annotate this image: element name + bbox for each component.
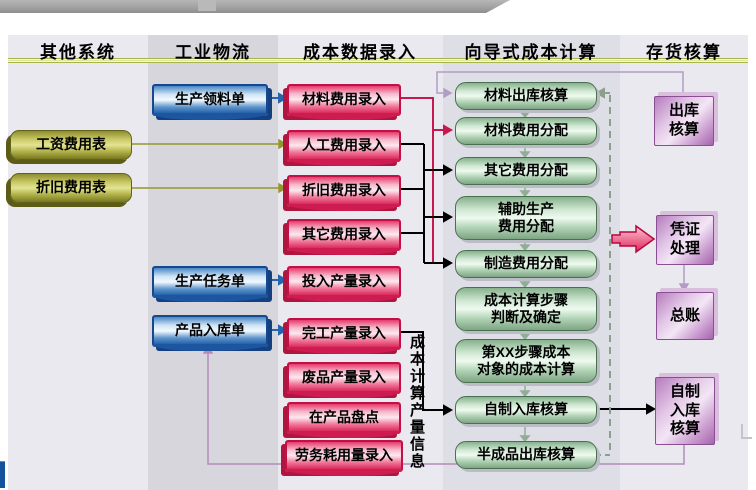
column-header-cost-data-entry: 成本数据录入 [303, 43, 417, 62]
box-semifinished-issue-accounting: 半成品出库核算 [455, 441, 597, 469]
box-depreciation-expense-table: 折旧费用表 [10, 173, 132, 203]
box-material-cost-entry: 材料费用录入 [287, 84, 401, 120]
label-production-qty-info: 成本计算产量信息 [408, 334, 425, 470]
box-production-material-requisition: 生产领料单 [152, 84, 268, 120]
window-title-bar [0, 0, 510, 13]
box-labor-cost-entry: 人工费用录入 [287, 130, 401, 166]
box-wip-stocktaking: 在产品盘点 [287, 402, 401, 438]
box-step-xx-cost-calculation: 第XX步骤成本 对象的成本计算 [455, 339, 597, 383]
column-header-wizard-cost-calc: 向导式成本计算 [464, 43, 598, 62]
box-material-issue-accounting: 材料出库核算 [455, 82, 597, 110]
box-finished-quantity-entry: 完工产量录入 [287, 318, 401, 354]
box-production-task-order: 生产任务单 [152, 266, 268, 302]
box-depreciation-cost-entry: 折旧费用录入 [287, 175, 401, 211]
box-labor-consumption-entry: 劳务耗用量录入 [285, 440, 403, 476]
right-edge-mark [741, 424, 752, 439]
box-selfmade-inbound-inventory: 自制 入库 核算 [655, 377, 715, 445]
column-header-industrial-logistics: 工业物流 [175, 43, 251, 62]
box-auxiliary-production-allocation: 辅助生产 费用分配 [455, 196, 597, 240]
title-bar-tab [198, 0, 216, 11]
box-issue-accounting: 出库 核算 [654, 96, 714, 146]
box-cost-step-determination: 成本计算步骤 判断及确定 [455, 287, 597, 331]
box-material-cost-allocation: 材料费用分配 [455, 117, 597, 145]
box-scrap-quantity-entry: 废品产量录入 [287, 362, 401, 398]
box-other-cost-allocation: 其它费用分配 [455, 157, 597, 185]
box-other-cost-entry: 其它费用录入 [287, 219, 401, 255]
box-input-quantity-entry: 投入产量录入 [287, 266, 401, 302]
column-header-inventory-accounting: 存货核算 [646, 43, 722, 62]
box-general-ledger: 总账 [656, 292, 714, 340]
header-underline [8, 58, 748, 63]
box-selfmade-inbound-accounting: 自制入库核算 [455, 396, 597, 424]
box-product-warehouse-order: 产品入库单 [152, 315, 268, 351]
bottom-left-icon-fragment [0, 461, 5, 488]
column-header-other-systems: 其他系统 [40, 43, 116, 62]
box-voucher-processing: 凭证 处理 [656, 215, 714, 265]
box-manufacturing-cost-allocation: 制造费用分配 [455, 250, 597, 278]
box-wage-expense-table: 工资费用表 [10, 130, 132, 160]
